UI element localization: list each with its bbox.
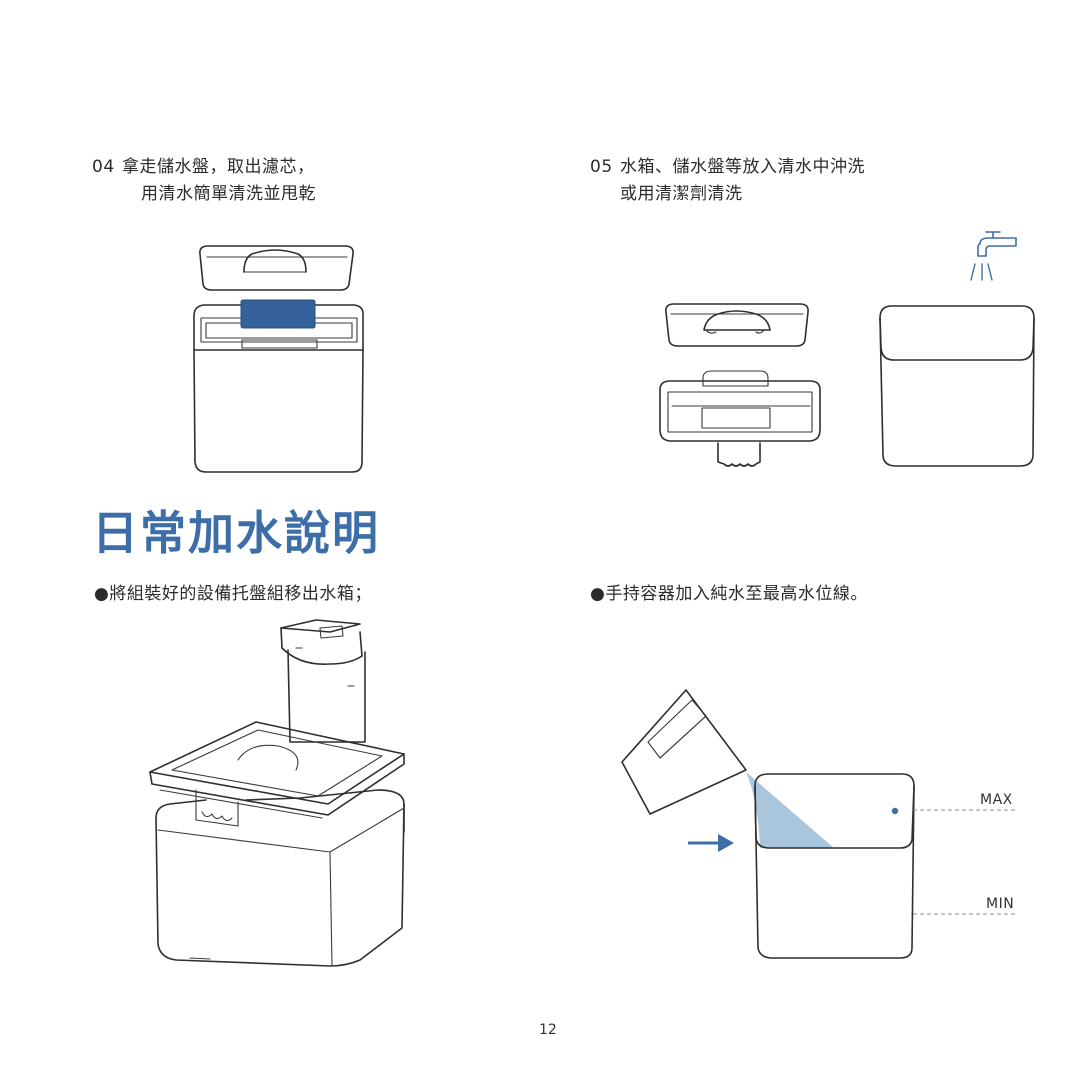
water-tank: [193, 299, 364, 473]
filter-highlight: [240, 299, 316, 329]
step-05-number: 05: [590, 157, 613, 177]
step-05-tray: [665, 303, 809, 347]
section-title: 日常加水說明: [92, 506, 380, 560]
step-04-text: 04 拿走儲水盤，取出濾芯， 用清水簡單清洗並甩乾: [92, 154, 316, 208]
assembled-device-illustration: [149, 619, 405, 967]
step-05-text: 05 水箱、儲水盤等放入清水中沖洗 或用清潔劑清洗: [590, 154, 865, 208]
bullet-remove-tray-text: 將組裝好的設備托盤組移出水箱；: [109, 584, 372, 604]
page-number: 12: [539, 1022, 557, 1038]
pouring-illustration: [621, 689, 1016, 959]
bullet-remove-tray: ●將組裝好的設備托盤組移出水箱；: [94, 581, 372, 607]
min-level-label: MIN: [986, 896, 1015, 912]
bullet-dot: ●: [590, 584, 606, 604]
step-04-line1: 拿走儲水盤，取出濾芯，: [122, 157, 315, 177]
step-05-base-frame: [659, 370, 821, 467]
max-level-label: MAX: [980, 792, 1013, 808]
step-05-line2: 或用清潔劑清洗: [620, 184, 743, 204]
bullet-add-water: ●手持容器加入純水至最高水位線。: [590, 581, 868, 607]
step-05-tank: [879, 305, 1035, 467]
step-04-line2: 用清水簡單清洗並甩乾: [141, 184, 316, 204]
step-05-line1: 水箱、儲水盤等放入清水中沖洗: [620, 157, 865, 177]
faucet-icon: [970, 231, 1017, 281]
bullet-add-water-text: 手持容器加入純水至最高水位線。: [605, 584, 868, 604]
step-04-number: 04: [92, 157, 115, 177]
tray-lid: [199, 245, 354, 291]
bullet-dot: ●: [94, 584, 110, 604]
